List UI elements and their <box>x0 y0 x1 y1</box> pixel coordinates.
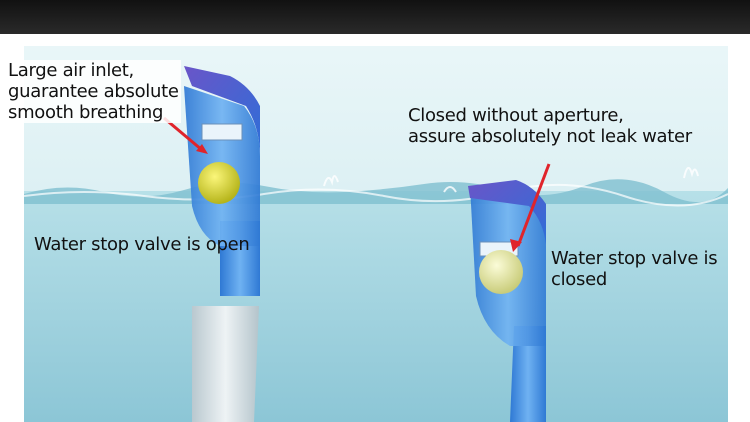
arrow-pointer <box>163 116 551 252</box>
label-line: closed <box>551 269 607 290</box>
snorkel-open-diagram <box>184 66 260 422</box>
label-valve-open: Water stop valve is open <box>34 234 250 255</box>
snorkel-closed-diagram <box>468 180 546 422</box>
label-line: smooth breathing <box>8 102 164 123</box>
label-line: guarantee absolute <box>8 81 179 102</box>
label-line: Water stop valve is <box>551 248 718 269</box>
label-line: assure absolutely not leak water <box>408 126 692 147</box>
top-bar <box>0 0 750 34</box>
label-line: Closed without aperture, <box>408 105 624 126</box>
label-valve-closed: Water stop valve is closed <box>551 248 718 290</box>
label-large-air-inlet: Large air inlet, guarantee absolute smoo… <box>6 60 181 123</box>
label-closed-without-aperture: Closed without aperture, assure absolute… <box>408 105 692 147</box>
label-line: Large air inlet, <box>8 60 134 81</box>
water-scene <box>24 46 728 422</box>
